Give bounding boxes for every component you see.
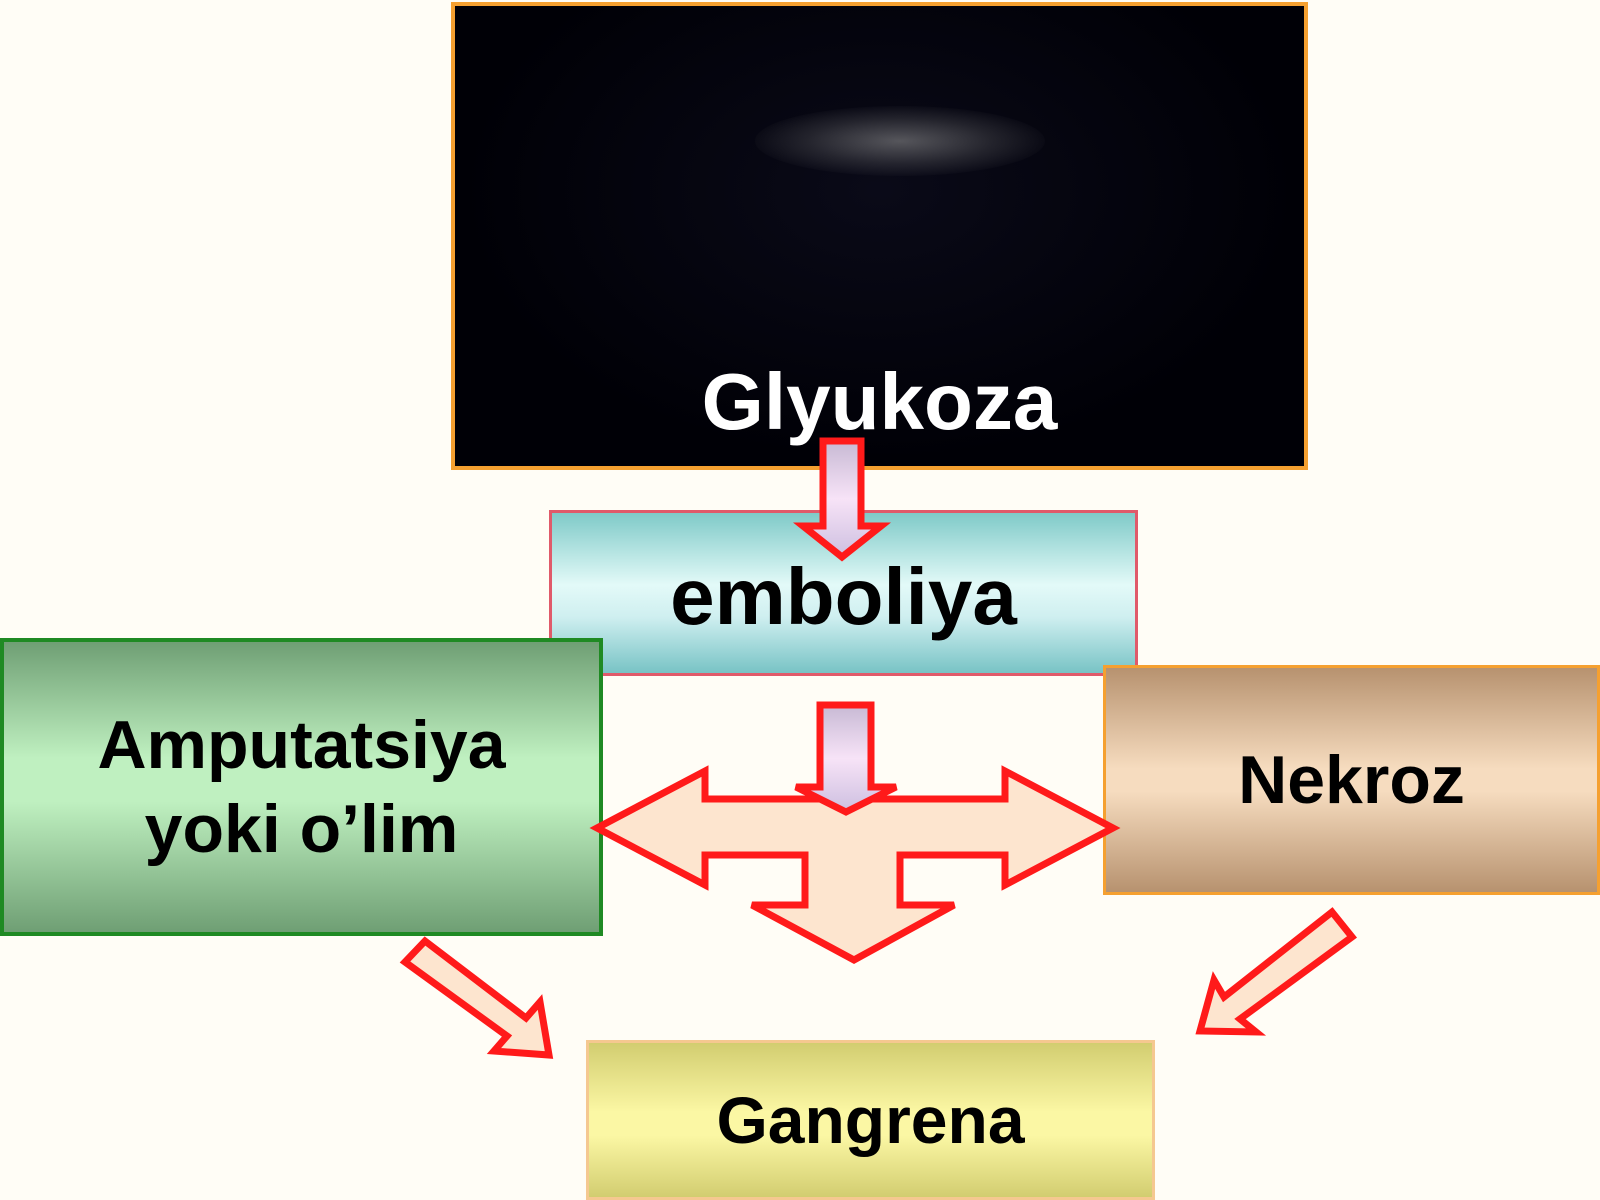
diagonal-arrow-nekroz-gangrena — [1195, 907, 1358, 1036]
amputatsiya-label-line2: yoki o’lim — [144, 791, 459, 867]
branch-arrow — [589, 765, 1121, 964]
glow-shape — [755, 106, 1045, 176]
nekroz-label: Nekroz — [1238, 742, 1465, 818]
amputatsiya-label-line1: Amputatsiya — [97, 707, 506, 783]
emboliya-label: emboliya — [670, 552, 1017, 641]
gangrena-label: Gangrena — [716, 1083, 1025, 1157]
diagonal-arrow-amputatsiya-gangrena — [399, 936, 554, 1059]
nekroz-box: Nekroz — [1103, 665, 1600, 895]
amputatsiya-box: Amputatsiya yoki o’lim — [0, 638, 603, 936]
gangrena-box: Gangrena — [586, 1040, 1155, 1200]
glyukoza-label: Glyukoza — [701, 357, 1058, 446]
down-arrow-glyukoza-emboliya — [792, 437, 892, 562]
glyukoza-box: Glyukoza — [451, 2, 1308, 470]
down-arrow-emboliya-branch — [794, 701, 898, 816]
